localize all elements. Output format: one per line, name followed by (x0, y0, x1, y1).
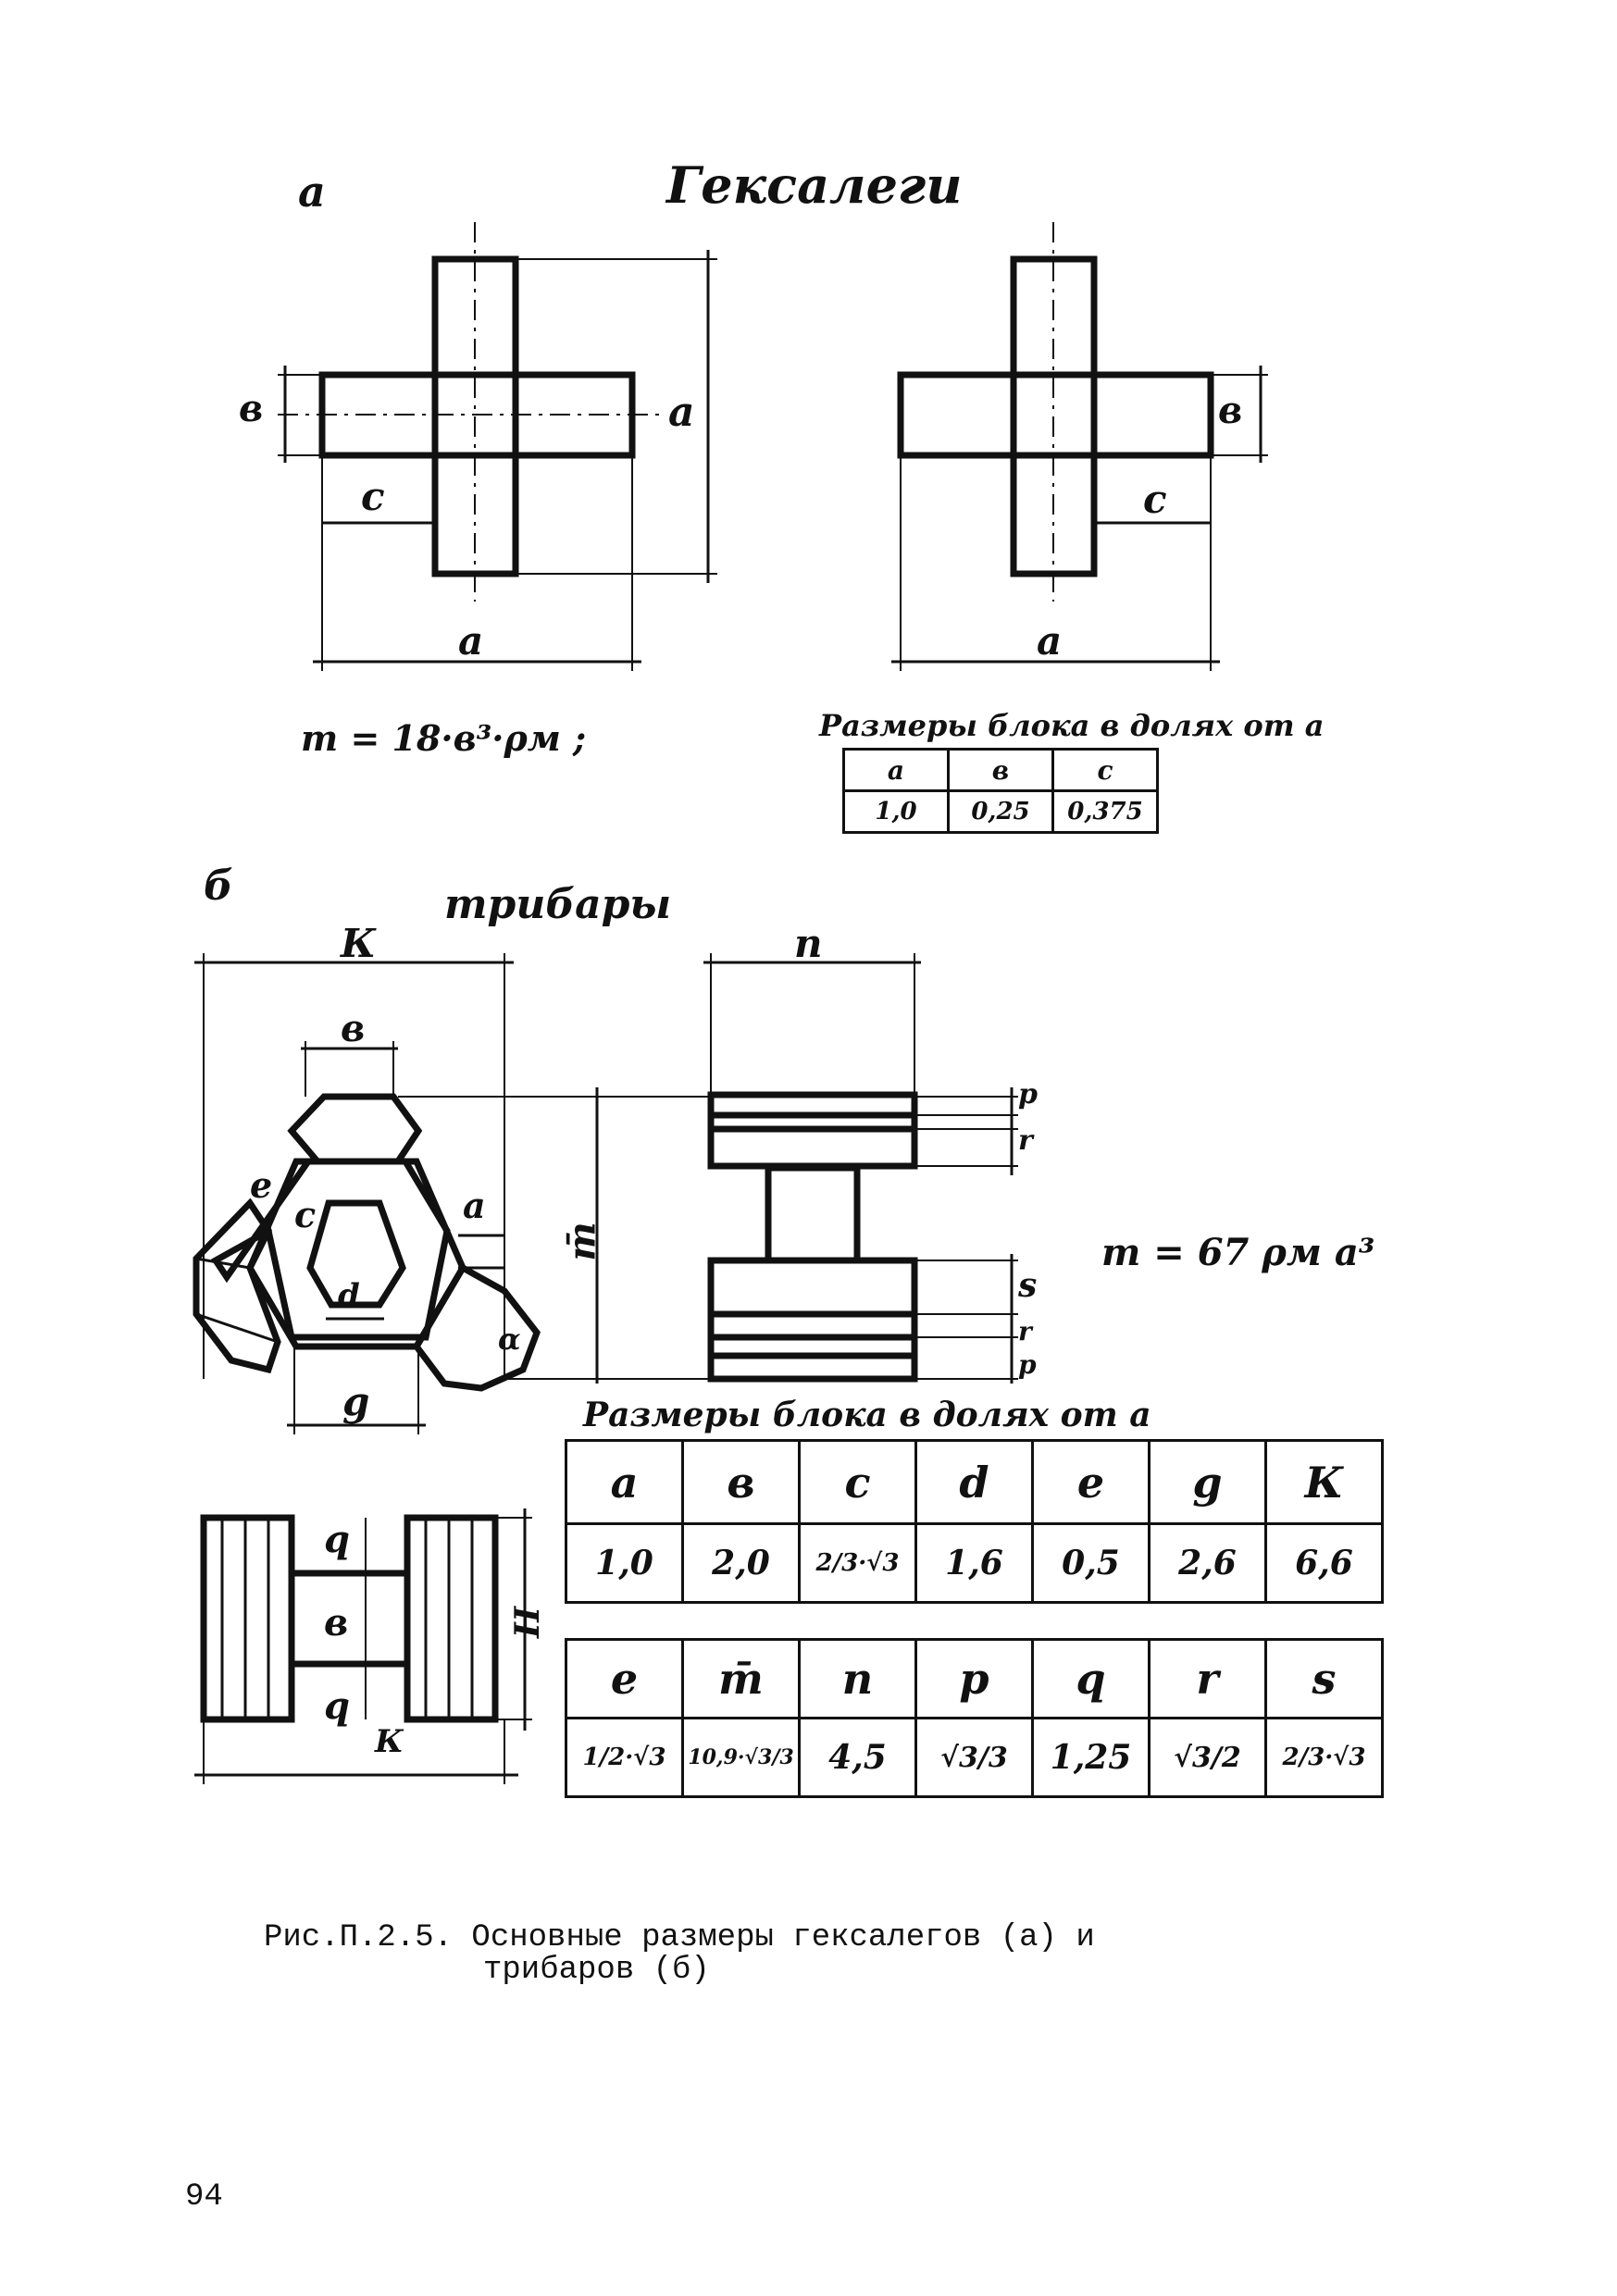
label-c-tribar: с (294, 1194, 317, 1235)
label-g: g (342, 1379, 370, 1424)
t1-value-b: 2,0 (681, 1522, 801, 1604)
t1-header-K: К (1264, 1439, 1384, 1525)
t2-header-e: е (565, 1638, 684, 1719)
t1-value-d: 1,6 (914, 1522, 1034, 1604)
tribar-side-view (703, 953, 1018, 1384)
label-b-right: в (1218, 389, 1243, 432)
t1-value-e: 0,5 (1031, 1522, 1151, 1604)
hexaleg-front-view (278, 222, 717, 671)
label-K: К (341, 921, 377, 966)
label-H: Н (508, 1606, 548, 1639)
t1-value-K: 6,6 (1264, 1522, 1384, 1604)
tribar-dimensions-table-2: е m̄ n р q r s 1/2·√3 10,9·√3/3 4,5 √3/3… (565, 1638, 1384, 1798)
t2-value-s: 2/3·√3 (1264, 1717, 1384, 1798)
label-a-tribar: а (463, 1185, 486, 1226)
label-c-right: с (1143, 477, 1167, 522)
table-header-c: с (1051, 748, 1159, 792)
label-q-bottom: q (324, 1684, 350, 1728)
t1-header-e: е (1031, 1439, 1151, 1525)
label-p-top: р (1018, 1078, 1038, 1111)
tribar-bottom-view (194, 1508, 532, 1784)
label-a-vertical: а (668, 389, 695, 436)
label-q-top: q (324, 1518, 350, 1561)
t2-value-r: √3/2 (1148, 1717, 1267, 1798)
t2-header-r: r (1148, 1638, 1267, 1719)
t1-value-c: 2/3·√3 (798, 1522, 917, 1604)
hexaleg-dimensions-table: а в с 1,0 0,25 0,375 (842, 748, 1159, 834)
label-c: с (361, 474, 385, 519)
label-b-tribar: в (341, 1007, 366, 1050)
t2-header-q: q (1031, 1638, 1151, 1719)
t1-header-c: с (798, 1439, 917, 1525)
section-a-title: Гексалеги (666, 155, 963, 215)
hexaleg-side-view (891, 222, 1268, 671)
label-e: е (250, 1164, 273, 1206)
t1-header-d: d (914, 1439, 1034, 1525)
tribar-mass-formula: m = 67 ρм а³ (1101, 1231, 1375, 1274)
t2-value-p: √3/3 (914, 1717, 1034, 1798)
t2-value-q: 1,25 (1031, 1717, 1151, 1798)
label-d: d (338, 1277, 360, 1314)
table-header-b: в (947, 748, 1054, 792)
label-alpha: α (498, 1322, 521, 1357)
t1-value-g: 2,6 (1148, 1522, 1267, 1604)
hexaleg-table-caption: Размеры блока в долях от а (819, 708, 1325, 743)
figure-caption-line2: трибаров (б) (483, 1953, 710, 1988)
t2-header-m: m̄ (681, 1638, 801, 1719)
figure-caption-line1: Рис.П.2.5. Основные размеры гексалегов (… (264, 1920, 1095, 1955)
t2-header-s: s (1264, 1638, 1384, 1719)
table-header-a: а (842, 748, 950, 792)
label-r-top: r (1018, 1124, 1033, 1157)
t1-value-a: 1,0 (565, 1522, 684, 1604)
table-value-a: 1,0 (842, 789, 950, 834)
t2-value-e: 1/2·√3 (565, 1717, 684, 1798)
t1-header-a: а (565, 1439, 684, 1525)
t2-value-n: 4,5 (798, 1717, 917, 1798)
t1-header-g: g (1148, 1439, 1267, 1525)
table-value-c: 0,375 (1051, 789, 1159, 834)
label-m-bar: m̄ (560, 1222, 604, 1261)
label-p-bottom: р (1018, 1349, 1037, 1380)
t2-header-p: р (914, 1638, 1034, 1719)
section-a-letter: а (298, 167, 326, 217)
t1-header-b: в (681, 1439, 801, 1525)
table-value-b: 0,25 (947, 789, 1054, 834)
page-number: 94 (185, 2179, 223, 2215)
label-b: в (239, 387, 264, 430)
label-s: s (1018, 1266, 1038, 1305)
tribar-plan-view (193, 953, 1018, 1434)
section-b-title: трибары (444, 881, 672, 928)
label-b-bottom: в (324, 1601, 349, 1644)
tribar-dimensions-table-1: а в с d е g К 1,0 2,0 2/3·√3 1,6 0,5 2,6… (565, 1439, 1384, 1604)
tribar-table-caption: Размеры блока в долях от а (583, 1396, 1151, 1434)
label-a-right: а (1037, 618, 1063, 664)
label-n: n (794, 921, 823, 966)
label-r-bottom: r (1018, 1316, 1032, 1347)
t2-header-n: n (798, 1638, 917, 1719)
label-a-horizontal: а (458, 618, 484, 664)
t2-value-m: 10,9·√3/3 (681, 1717, 801, 1798)
hexaleg-mass-formula: m = 18·в³·ρм ; (301, 717, 587, 759)
section-b-letter: б (204, 863, 233, 910)
label-K-bottom: К (375, 1723, 404, 1760)
